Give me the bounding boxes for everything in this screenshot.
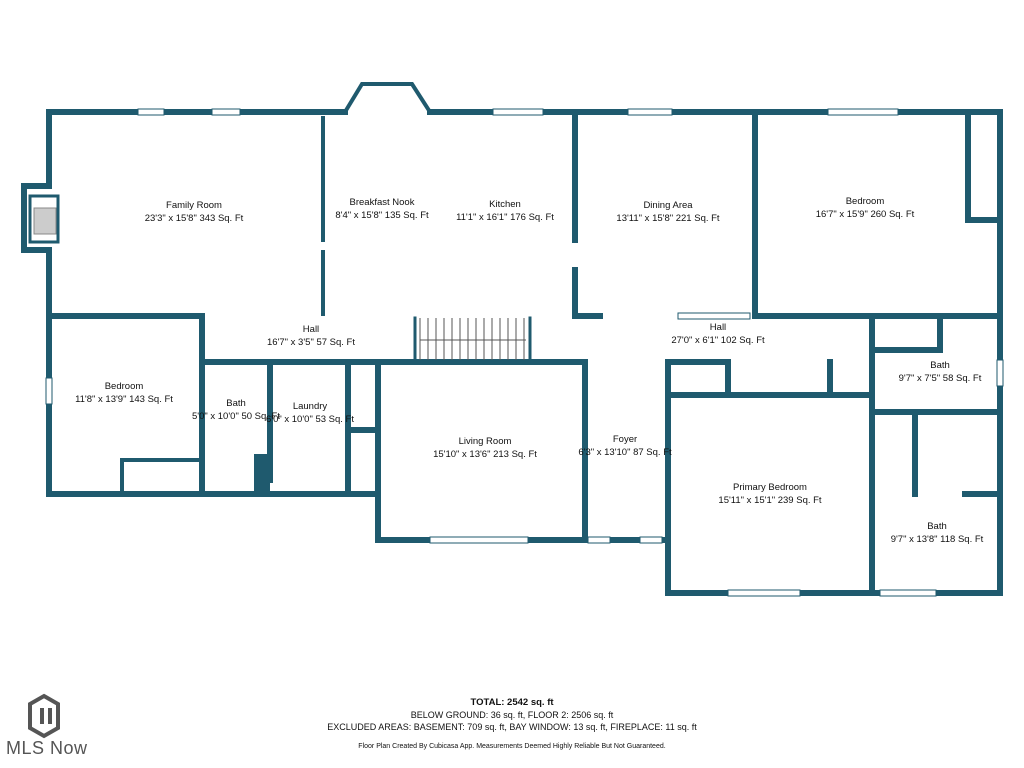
excluded-areas: EXCLUDED AREAS: BASEMENT: 709 sq. ft, BA… xyxy=(327,722,697,732)
room-size: 11'8" x 13'9" 143 Sq. Ft xyxy=(75,394,173,405)
room-family: Family Room 23'3" x 15'8" 343 Sq. Ft xyxy=(145,199,244,225)
room-nook: Breakfast Nook 8'4" x 15'8" 135 Sq. Ft xyxy=(335,196,428,222)
room-size: 15'11" x 15'1" 239 Sq. Ft xyxy=(718,495,822,506)
room-size: 27'0" x 6'1" 102 Sq. Ft xyxy=(671,335,765,346)
room-name: Bedroom xyxy=(104,381,144,392)
room-size: 6'0" x 10'0" 53 Sq. Ft xyxy=(265,414,355,425)
room-name: Dining Area xyxy=(643,200,693,211)
logo-text: MLS Now xyxy=(6,738,88,758)
room-name: Laundry xyxy=(292,401,328,412)
room-name: Living Room xyxy=(458,436,512,447)
room-primary: Primary Bedroom 15'11" x 15'1" 239 Sq. Ft xyxy=(718,481,821,507)
room-living: Living Room 15'10" x 13'6" 213 Sq. Ft xyxy=(433,435,537,461)
total-area: TOTAL: 2542 sq. ft xyxy=(470,697,554,708)
room-name: Hall xyxy=(302,324,320,335)
room-name: Bath xyxy=(930,360,950,371)
room-kitchen: Kitchen 11'1" x 16'1" 176 Sq. Ft xyxy=(456,198,554,224)
room-size: 6'3" x 13'10" 87 Sq. Ft xyxy=(578,447,672,458)
room-hall-w: Hall 16'7" x 3'5" 57 Sq. Ft xyxy=(267,323,355,349)
walls xyxy=(21,82,1003,596)
room-size: 16'7" x 3'5" 57 Sq. Ft xyxy=(266,337,356,348)
room-size: 16'7" x 15'9" 260 Sq. Ft xyxy=(815,209,915,220)
room-bath-se: Bath 9'7" x 13'8" 118 Sq. Ft xyxy=(891,520,984,546)
room-name: Bath xyxy=(226,398,246,409)
water-heater xyxy=(254,454,270,494)
room-bath-ne: Bath 9'7" x 7'5" 58 Sq. Ft xyxy=(899,359,982,385)
room-dining: Dining Area 13'11" x 15'8" 221 Sq. Ft xyxy=(616,199,719,225)
room-size: 9'7" x 7'5" 58 Sq. Ft xyxy=(898,373,982,384)
fireplace xyxy=(28,194,60,244)
room-name: Bedroom xyxy=(845,196,885,207)
room-bath-w: Bath 5'0" x 10'0" 50 Sq. Ft xyxy=(192,397,280,423)
room-name: Kitchen xyxy=(489,199,521,210)
room-size: 15'10" x 13'6" 213 Sq. Ft xyxy=(433,449,537,460)
room-name: Family Room xyxy=(166,200,222,211)
room-name: Foyer xyxy=(612,434,638,445)
room-size: 5'0" x 10'0" 50 Sq. Ft xyxy=(191,411,281,422)
room-size: 11'1" x 16'1" 176 Sq. Ft xyxy=(456,212,554,223)
room-size: 9'7" x 13'8" 118 Sq. Ft xyxy=(890,534,984,545)
floor-plan xyxy=(21,82,1004,597)
room-name: Bath xyxy=(927,521,947,532)
room-name: Breakfast Nook xyxy=(349,197,415,208)
room-name: Hall xyxy=(709,322,727,333)
room-bedroom-w: Bedroom 11'8" x 13'9" 143 Sq. Ft xyxy=(75,380,173,406)
room-size: 8'4" x 15'8" 135 Sq. Ft xyxy=(335,210,429,221)
room-bedroom-ne: Bedroom 16'7" x 15'9" 260 Sq. Ft xyxy=(816,195,915,221)
room-size: 23'3" x 15'8" 343 Sq. Ft xyxy=(144,213,244,224)
room-laundry: Laundry 6'0" x 10'0" 53 Sq. Ft xyxy=(266,400,354,426)
room-name: Primary Bedroom xyxy=(733,482,807,493)
disclaimer: Floor Plan Created By Cubicasa App. Meas… xyxy=(358,743,666,750)
mls-now-logo xyxy=(28,693,60,739)
room-size: 13'11" x 15'8" 221 Sq. Ft xyxy=(616,213,720,224)
windows xyxy=(45,108,1004,597)
area-breakdown: BELOW GROUND: 36 sq. ft, FLOOR 2: 2506 s… xyxy=(410,710,614,720)
stairs xyxy=(419,318,526,360)
room-foyer: Foyer 6'3" x 13'10" 87 Sq. Ft xyxy=(578,433,671,459)
room-hall-e: Hall 27'0" x 6'1" 102 Sq. Ft xyxy=(671,321,764,347)
